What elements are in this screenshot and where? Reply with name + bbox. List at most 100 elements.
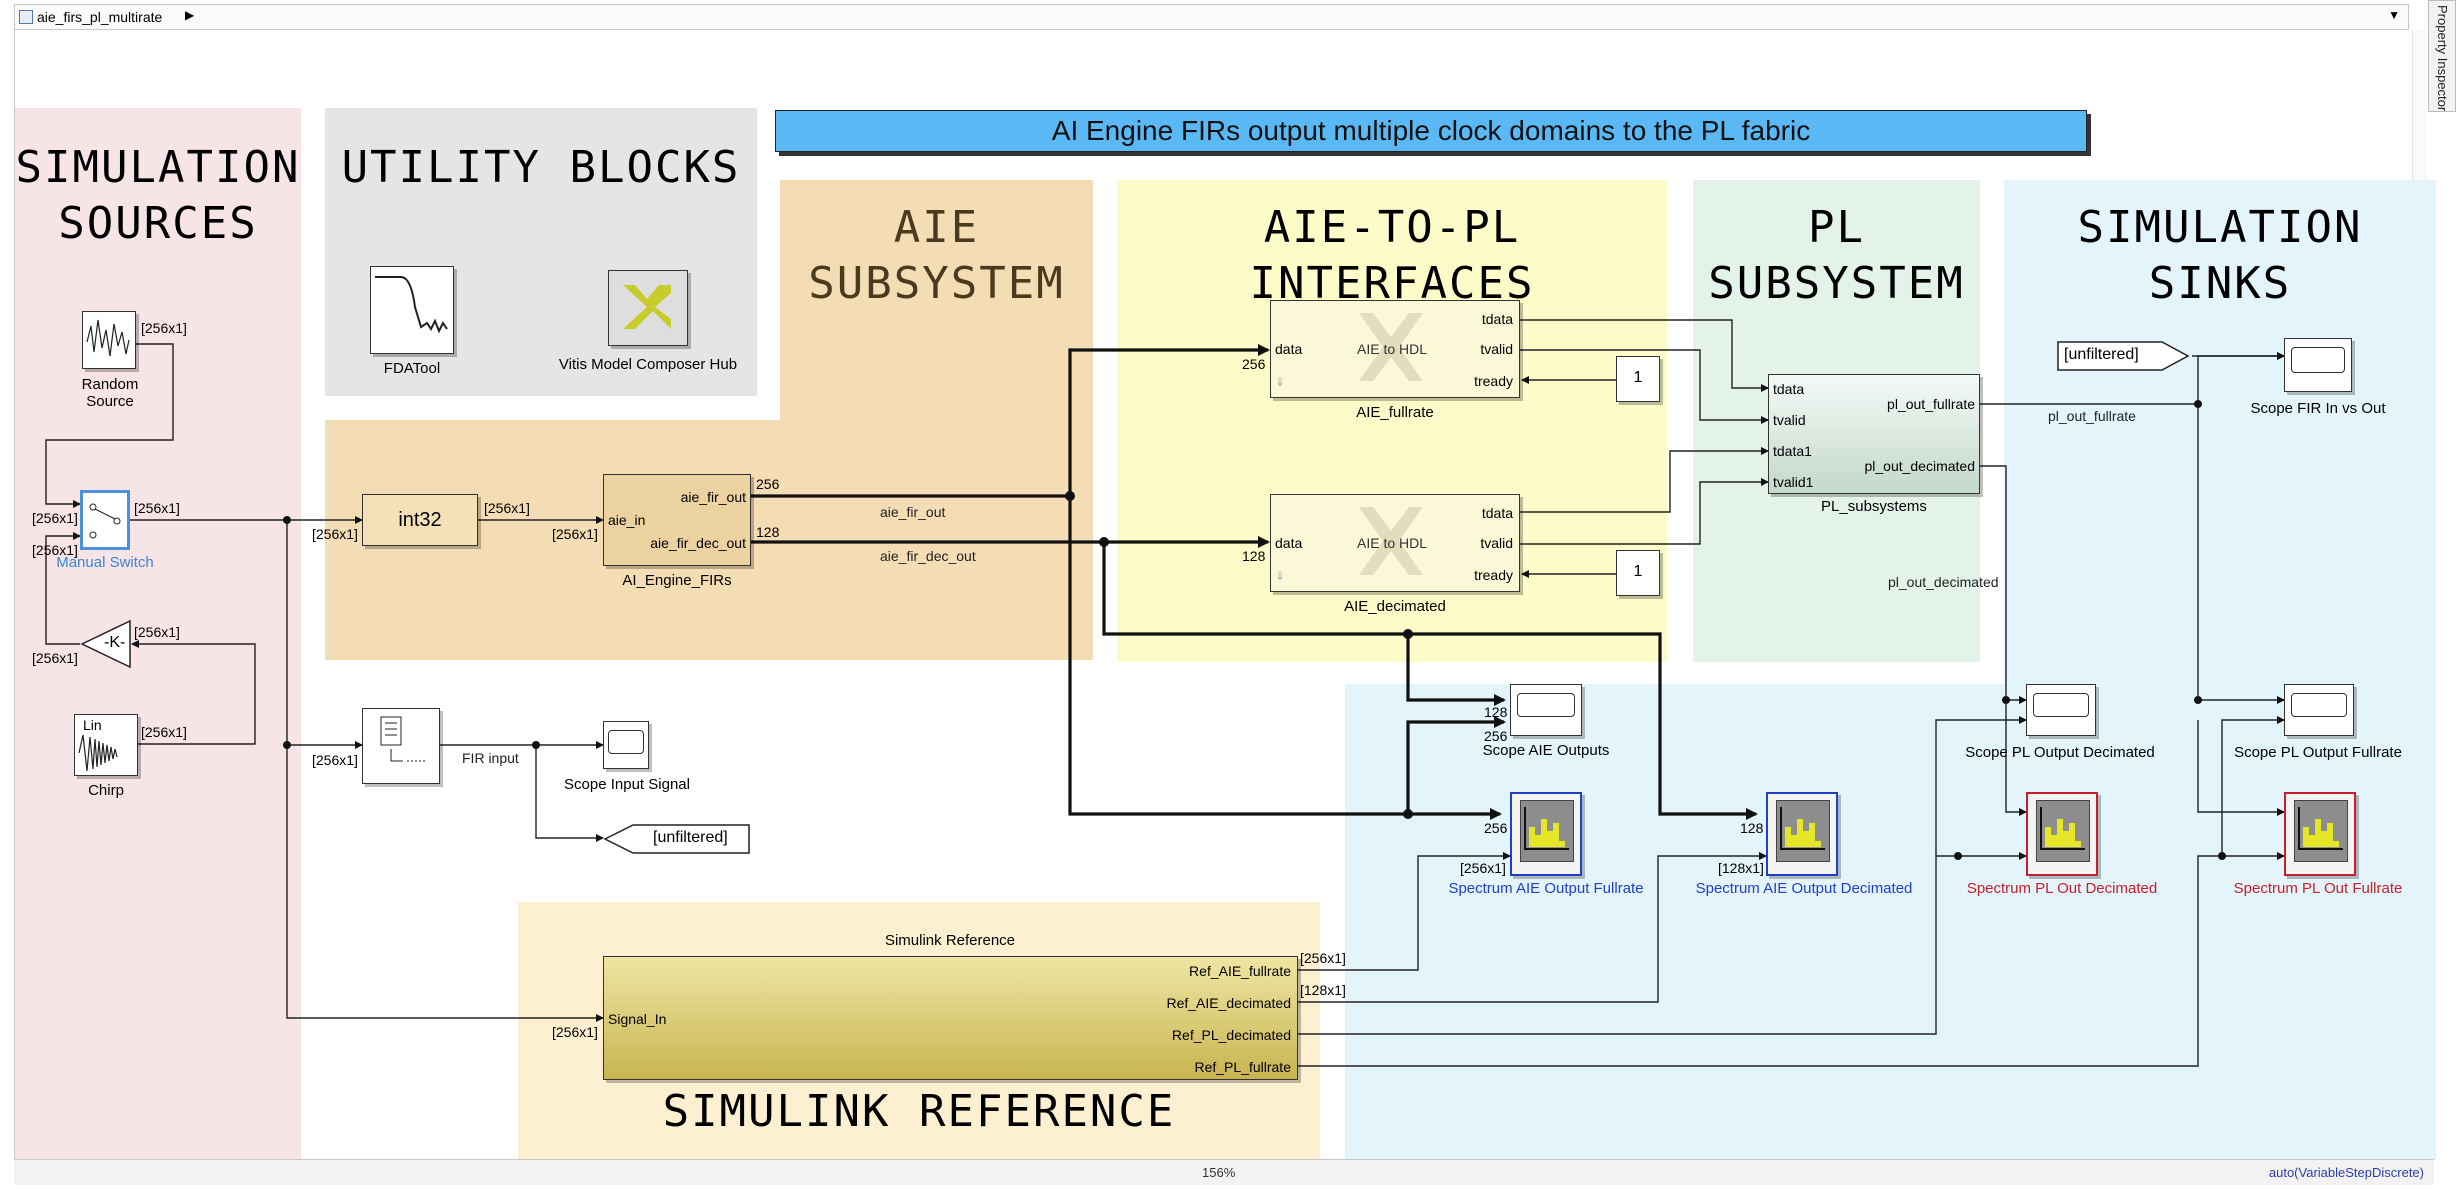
status-bar: 156% auto(VariableStepDiscrete)	[14, 1159, 2434, 1185]
sim-ref-out3-port: Ref_PL_decimated	[1171, 1027, 1291, 1043]
pl-in3-port: tdata1	[1773, 443, 1812, 459]
sim-ref-out1-port: Ref_AIE_fullrate	[1189, 963, 1291, 979]
aie-fullrate-center-text: AIE to HDL	[1357, 341, 1428, 357]
ai-engine-firs-in-port: aie_in	[608, 512, 646, 528]
spectrum-aie-decimated-in1: 128	[1740, 820, 1764, 836]
gain-block[interactable]	[80, 619, 134, 669]
pl-out2-port: pl_out_decimated	[1864, 458, 1975, 474]
int32-block[interactable]: int32	[362, 494, 478, 546]
scope-fir-in-vs-out-label: Scope FIR In vs Out	[2250, 400, 2386, 417]
aie-decimated-out1-port: tdata	[1481, 505, 1513, 521]
signal-label-pl-out-fullrate: pl_out_fullrate	[2048, 408, 2136, 424]
goto-tag-shape	[603, 824, 750, 854]
fdatool-block[interactable]	[370, 266, 454, 354]
scope-fir-in-vs-out-block[interactable]	[2284, 338, 2352, 392]
fdatool-label: FDATool	[383, 360, 441, 377]
scope-screen-icon	[2291, 693, 2347, 717]
ai-engine-firs-out2-port: aie_fir_dec_out	[650, 535, 746, 551]
vitis-hub-block[interactable]	[608, 270, 688, 346]
area-aie-subsystem-upper: AIE SUBSYSTEM	[780, 180, 1093, 420]
model-breadcrumb[interactable]: aie_firs_pl_multirate	[37, 9, 163, 25]
aie-decimated-label: AIE_decimated	[1344, 598, 1446, 615]
zoom-level[interactable]: 156%	[1202, 1165, 1236, 1180]
spectrum-aie-fullrate-in1: 256	[1484, 820, 1508, 836]
aie-fullrate-out1-port: tdata	[1481, 311, 1513, 327]
scope-pl-output-decimated-block[interactable]	[2026, 684, 2096, 736]
aie-decimated-center-text: AIE to HDL	[1357, 535, 1428, 551]
aie-fullrate-block[interactable]: data AIE to HDL tdata tvalid tready ⇓	[1270, 300, 1520, 398]
scope-screen-icon	[2291, 347, 2345, 373]
solver-status[interactable]: auto(VariableStepDiscrete)	[2268, 1165, 2424, 1180]
aie-fullrate-in-signal: 256	[1242, 356, 1266, 372]
spectrum-aie-decimated-label: Spectrum AIE Output Decimated	[1695, 880, 1913, 897]
ai-engine-firs-in-signal: [256x1]	[552, 526, 598, 542]
pl-in2-port: tvalid	[1773, 412, 1806, 428]
goto-unfiltered-block[interactable]: [unfiltered]	[603, 823, 753, 855]
aie-fullrate-in-port: data	[1275, 341, 1303, 357]
signal-label-pl-out-decimated: pl_out_decimated	[1888, 574, 1999, 590]
manual-switch-block[interactable]	[80, 490, 130, 550]
scope-screen-icon	[608, 730, 644, 754]
chirp-icon-text: Lin	[83, 717, 102, 733]
filter-response-icon	[375, 276, 448, 334]
from-unfiltered-block[interactable]: [unfiltered]	[2056, 340, 2192, 372]
aie-decimated-in-port: data	[1275, 535, 1303, 551]
breadcrumb-dropdown-icon[interactable]: ▼	[2388, 8, 2400, 22]
int32-out-signal: [256x1]	[484, 500, 530, 516]
buffer-icon	[380, 716, 425, 762]
breadcrumb-arrow-icon[interactable]: ▶	[185, 8, 195, 22]
signal-label-aie-fir-dec-out: aie_fir_dec_out	[880, 548, 976, 564]
spectrum-aie-fullrate-block[interactable]	[1510, 792, 1582, 876]
simulink-reference-block[interactable]: Signal_In Ref_AIE_fullrate Ref_AIE_decim…	[603, 956, 1298, 1080]
aie-decimated-out2-port: tvalid	[1480, 535, 1513, 551]
sim-ref-out2-signal: [128x1]	[1300, 982, 1346, 998]
scope-aie-outputs-block[interactable]	[1510, 684, 1582, 736]
pl-subsystems-block[interactable]: tdata tvalid tdata1 tvalid1 pl_out_fullr…	[1768, 374, 1980, 494]
const-one-decimated-value: 1	[1633, 563, 1643, 580]
ai-engine-firs-out1-port: aie_fir_out	[680, 489, 746, 505]
ai-engine-firs-block[interactable]: aie_in aie_fir_out aie_fir_dec_out	[603, 474, 751, 566]
chirp-block[interactable]: Lin	[74, 714, 138, 776]
aie-fullrate-label: AIE_fullrate	[1356, 404, 1434, 421]
const-one-fullrate-block[interactable]: 1	[1616, 356, 1660, 402]
goto-unfiltered-text: [unfiltered]	[653, 829, 728, 846]
scope-pl-output-decimated-label: Scope PL Output Decimated	[1965, 744, 2155, 761]
aie-decimated-in2-port: tready	[1474, 567, 1513, 583]
area-title-simulation-sources: SIMULATION SOURCES	[15, 142, 301, 249]
scope-input-signal-block[interactable]	[603, 721, 649, 769]
aie-decimated-block[interactable]: data AIE to HDL tdata tvalid tready ⇓	[1270, 494, 1520, 592]
gain-out-signal: [256x1]	[32, 650, 78, 666]
ai-engine-firs-out2-signal: 128	[756, 524, 780, 540]
buffer-in-signal: [256x1]	[312, 752, 358, 768]
spectrum-aie-decimated-block[interactable]	[1766, 792, 1838, 876]
area-title-pl-subsystem: PL SUBSYSTEM	[1708, 202, 1965, 309]
scope-aie-outputs-in1: 128	[1484, 704, 1508, 720]
from-unfiltered-text: [unfiltered]	[2064, 346, 2139, 363]
sim-ref-out4-port: Ref_PL_fullrate	[1194, 1059, 1291, 1075]
spectrum-pl-decimated-label: Spectrum PL Out Decimated	[1966, 880, 2158, 897]
aie-fullrate-in2-port: tready	[1474, 373, 1513, 389]
const-one-decimated-block[interactable]: 1	[1616, 550, 1660, 596]
pl-out1-port: pl_out_fullrate	[1887, 396, 1975, 412]
simulink-model-icon	[19, 10, 33, 24]
random-noise-icon	[86, 319, 130, 357]
scope-pl-output-fullrate-label: Scope PL Output Fullrate	[2234, 744, 2402, 761]
scope-pl-output-fullrate-block[interactable]	[2284, 684, 2354, 736]
random-source-out-signal: [256x1]	[141, 320, 187, 336]
xilinx-watermark-icon	[1359, 507, 1423, 575]
sim-ref-out1-signal: [256x1]	[1300, 950, 1346, 966]
property-inspector-tab[interactable]: Property Inspector	[2428, 0, 2456, 112]
chirp-out-signal: [256x1]	[141, 724, 187, 740]
manual-switch-in2-signal: [256x1]	[32, 542, 78, 558]
simulink-reference-title: Simulink Reference	[884, 932, 1016, 949]
buffer-block[interactable]	[362, 708, 440, 784]
spectrum-pl-decimated-block[interactable]	[2026, 792, 2098, 876]
gain-block-text: -K-	[104, 634, 126, 651]
area-title-simulink-reference: SIMULINK REFERENCE	[662, 1086, 1176, 1137]
spectrum-pl-fullrate-block[interactable]	[2284, 792, 2356, 876]
vitis-hub-label: Vitis Model Composer Hub	[558, 356, 738, 373]
const-one-fullrate-value: 1	[1633, 369, 1643, 386]
from-tag-shape	[2057, 341, 2190, 371]
down-arrow-icon: ⇓	[1275, 375, 1286, 389]
random-source-block[interactable]	[82, 311, 136, 369]
